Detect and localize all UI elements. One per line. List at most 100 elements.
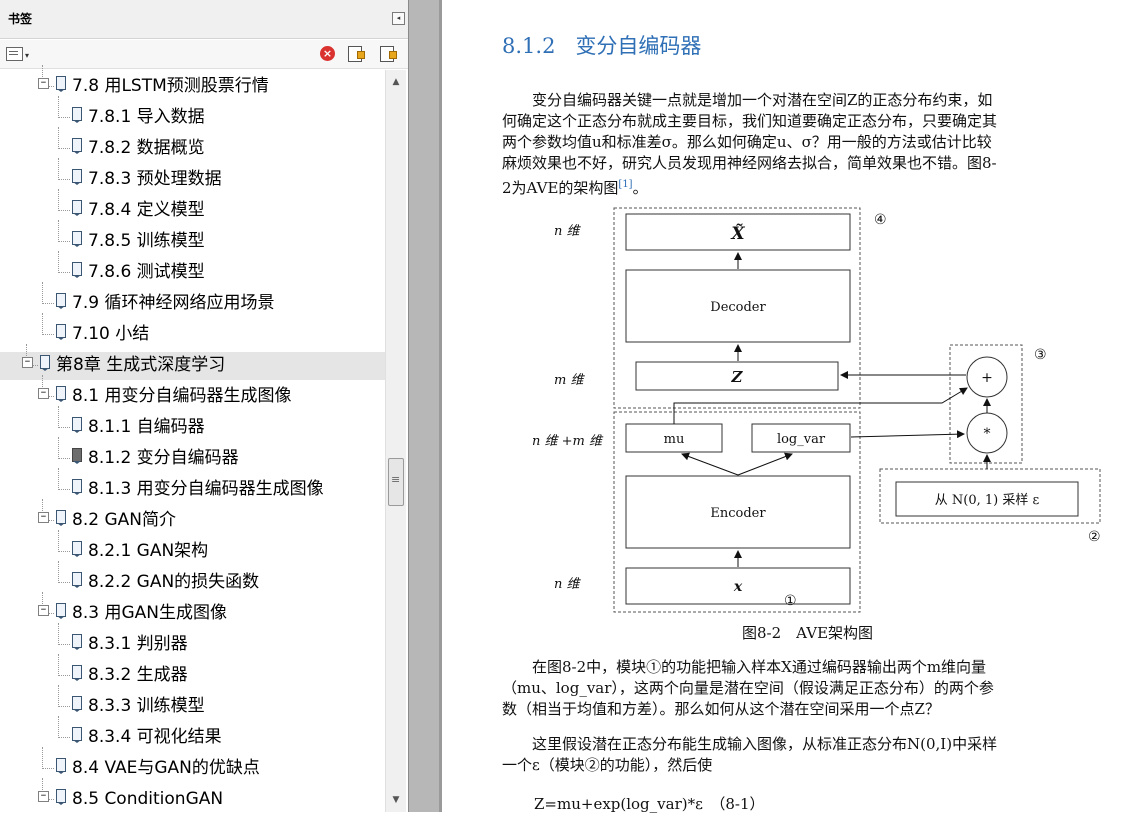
bookmark-icon — [56, 293, 66, 309]
bookmarks-toolbar: ▾ × — [0, 40, 408, 69]
arrow-logvar-to-mul — [850, 430, 965, 439]
bookmark-item[interactable]: − 第8章 生成式深度学习 — [0, 344, 385, 380]
decoder-label: Decoder — [710, 300, 766, 315]
bookmark-item[interactable]: 8.3.1 判别器 — [0, 623, 385, 659]
bookmark-item[interactable]: −8.3 用GAN生成图像 — [0, 592, 385, 628]
collapse-panel-button[interactable]: ◂ — [392, 12, 405, 25]
collapse-toggle-icon[interactable]: − — [38, 388, 49, 399]
bookmark-label: 8.3.2 生成器 — [88, 665, 188, 685]
tree-connector — [58, 706, 70, 707]
bookmark-label: 8.3.3 训练模型 — [88, 696, 205, 716]
label-n-dim-top: n 维 — [554, 224, 582, 239]
collapse-toggle-icon[interactable]: − — [22, 357, 33, 368]
tree-connector — [58, 561, 59, 583]
ave-architecture-figure: n 维 m 维 n 维 +m 维 n 维 — [532, 207, 1101, 613]
tree-connector — [58, 737, 70, 738]
bookmark-item[interactable]: 8.3.2 生成器 — [0, 654, 385, 690]
bookmarks-title: 书签 — [8, 12, 33, 26]
bookmark-label: 7.10 小结 — [72, 324, 150, 344]
encoder-box — [625, 475, 851, 549]
tree-connector — [58, 644, 70, 645]
bookmark-label: 7.8.1 导入数据 — [88, 107, 205, 127]
bookmark-item[interactable]: −7.8 用LSTM预测股票行情 — [0, 65, 385, 101]
collapse-toggle-icon[interactable]: − — [38, 78, 49, 89]
bookmark-item[interactable]: −8.2 GAN简介 — [0, 499, 385, 535]
bookmarks-scrollbar[interactable]: ▲ ▼ — [385, 70, 406, 812]
tree-connector — [58, 458, 70, 459]
tree-connector — [58, 179, 70, 180]
x-label: x — [733, 579, 743, 595]
bookmark-item[interactable]: 8.1.2 变分自编码器 — [0, 437, 385, 473]
bookmark-item[interactable]: 8.3.3 训练模型 — [0, 685, 385, 721]
scroll-down-icon[interactable]: ▼ — [392, 795, 400, 805]
options-menu-button[interactable]: ▾ — [6, 46, 32, 62]
collapse-toggle-icon[interactable]: − — [38, 512, 49, 523]
bookmark-label: 8.1 用变分自编码器生成图像 — [72, 386, 292, 406]
find-bookmark-icon — [380, 46, 397, 62]
tree-connector — [58, 117, 70, 118]
xtilde-label: X̃ — [730, 224, 745, 244]
bookmark-item[interactable]: 8.1.1 自编码器 — [0, 406, 385, 442]
bookmark-item[interactable]: 8.2.1 GAN架构 — [0, 530, 385, 566]
bookmark-item[interactable]: 7.8.1 导入数据 — [0, 96, 385, 132]
tree-connector — [58, 127, 59, 149]
collapse-toggle-icon[interactable]: − — [38, 605, 49, 616]
tree-connector — [58, 551, 70, 552]
tree-connector — [58, 437, 59, 459]
bookmark-item[interactable]: 7.8.4 定义模型 — [0, 189, 385, 225]
bookmark-item[interactable]: 8.1.3 用变分自编码器生成图像 — [0, 468, 385, 504]
bookmark-label: 第8章 生成式深度学习 — [56, 355, 226, 375]
bookmark-icon — [72, 169, 82, 185]
para-line: 两个参数均值u和标准差σ。那么如何确定u、σ？用一般的方法或估计比较 — [502, 133, 992, 151]
bookmark-item[interactable]: 8.3.4 可视化结果 — [0, 716, 385, 752]
bookmark-item[interactable]: 7.8.6 测试模型 — [0, 251, 385, 287]
plus-symbol: + — [981, 370, 993, 386]
mu-label: mu — [664, 432, 685, 447]
bookmark-item[interactable]: − 8.1 用变分自编码器生成图像 — [0, 375, 385, 411]
bookmark-item[interactable]: −8.5 ConditionGAN — [0, 778, 385, 814]
para-line: 2为AVE的架构图 — [502, 179, 619, 197]
para-line: 数（相当于均值和方差）。那么如何从这个潜在空间采用一个点Z？ — [502, 700, 940, 718]
bookmark-item[interactable]: 7.9 循环神经网络应用场景 — [0, 282, 385, 318]
bookmark-item[interactable]: 7.8.5 训练模型 — [0, 220, 385, 256]
new-bookmark-button[interactable] — [348, 46, 366, 62]
chevron-down-icon: ▾ — [25, 51, 30, 60]
scroll-up-icon[interactable]: ▲ — [392, 77, 400, 87]
x-box — [625, 567, 851, 605]
find-current-bookmark-button[interactable] — [380, 46, 398, 62]
delete-icon: × — [320, 46, 335, 61]
bookmark-icon — [72, 448, 82, 464]
paragraph-1: 变分自编码器关键一点就是增加一个对潜在空间Z的正态分布约束，如 何确定这个正态分… — [502, 90, 1112, 199]
bookmark-label: 7.8.2 数据概览 — [88, 138, 205, 158]
bookmark-label: 7.9 循环神经网络应用场景 — [72, 293, 275, 313]
bookmark-item[interactable]: 7.8.3 预处理数据 — [0, 158, 385, 194]
bookmark-icon — [72, 479, 82, 495]
bookmark-icon — [56, 510, 66, 526]
citation-link[interactable]: [1] — [618, 179, 633, 190]
bookmark-item[interactable]: 7.10 小结 — [0, 313, 385, 349]
collapse-toggle-icon[interactable]: − — [38, 791, 49, 802]
scrollbar-thumb[interactable] — [388, 458, 404, 506]
bookmark-label: 7.8.3 预处理数据 — [88, 169, 222, 189]
module-3-mark: ③ — [1034, 347, 1047, 363]
bookmark-icon — [72, 138, 82, 154]
tree-connector — [58, 530, 59, 552]
delete-bookmark-button[interactable]: × — [320, 46, 338, 62]
module-2-mark: ② — [1088, 529, 1101, 545]
bookmark-icon — [72, 634, 82, 650]
para-line: 这里假设潜在正态分布能生成输入图像，从标准正态分布N(0,I)中采样 — [532, 735, 998, 753]
bookmark-item[interactable]: 8.4 VAE与GAN的优缺点 — [0, 747, 385, 783]
bookmark-item[interactable]: 7.8.2 数据概览 — [0, 127, 385, 163]
section-title: 变分自编码器 — [575, 34, 702, 58]
tree-connector — [58, 251, 59, 273]
bookmarks-panel: 书签 ◂ ▾ × −7.8 用LSTM预测股票行情 7.8.1 导入数据 7.8.2… — [0, 0, 409, 812]
bookmark-icon — [72, 262, 82, 278]
bookmark-icon — [72, 541, 82, 557]
bookmark-icon — [56, 324, 66, 340]
decoder-box — [625, 269, 851, 343]
tree-connector — [42, 303, 54, 304]
tree-connector — [42, 768, 54, 769]
bookmark-icon — [72, 200, 82, 216]
bookmark-item[interactable]: 8.2.2 GAN的损失函数 — [0, 561, 385, 597]
